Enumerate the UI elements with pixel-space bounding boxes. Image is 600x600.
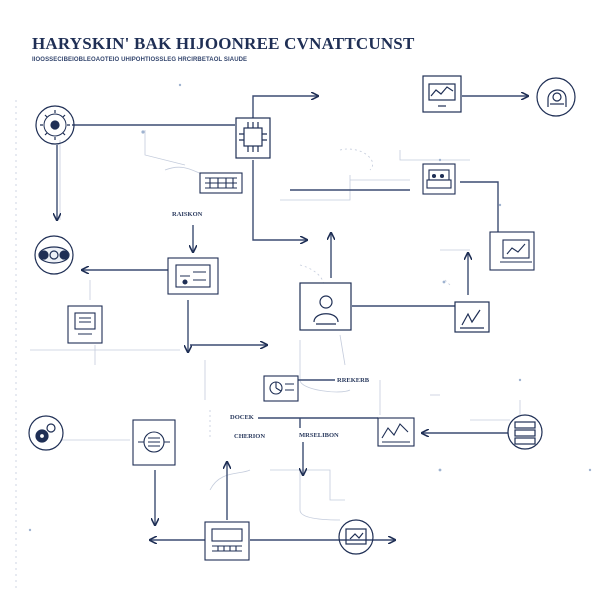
gears-icon [28,415,64,451]
label-mrselibon: MRSELIBON [299,432,339,439]
connectors [57,96,528,540]
gear-cluster-icon [34,235,74,275]
connector-analytics-down [460,181,499,232]
signature-card-icon [454,301,490,333]
page-title: HARYSKIN' BAK HIJOONREE CVNATTCUNST [32,34,415,53]
circuit-chip-icon [235,117,271,159]
analytics-printer-icon [422,163,456,195]
toolbar-panel-icon [199,172,243,194]
monitor-chart-icon [422,75,462,113]
laptop-chart-icon [489,231,535,271]
page-subtitle: IIOOSSECIBEIOBLEOAOTEIO UHIPOHTIOSSLEG H… [32,57,248,63]
label-docek: DOCEK [230,414,254,421]
person-card-icon [299,282,352,331]
tablet-icon [338,519,374,555]
label-cherion: CHERION [234,433,266,440]
chart-frame-icon [263,375,299,402]
brain-gear-icon [35,105,75,145]
label-raiskon: RAISKON [172,211,203,218]
label-rrekerb: RREKERB [337,377,370,384]
line-chart-icon [377,417,415,447]
document-icon [67,305,103,344]
server-stack-icon [507,414,543,450]
device-panel-icon [167,257,219,295]
person-head-icon [536,77,576,117]
keyboard-icon [204,521,250,561]
connector-chip-to-top [252,96,318,120]
connector-chip-down [252,160,307,240]
circuit-board-icon [132,419,176,466]
